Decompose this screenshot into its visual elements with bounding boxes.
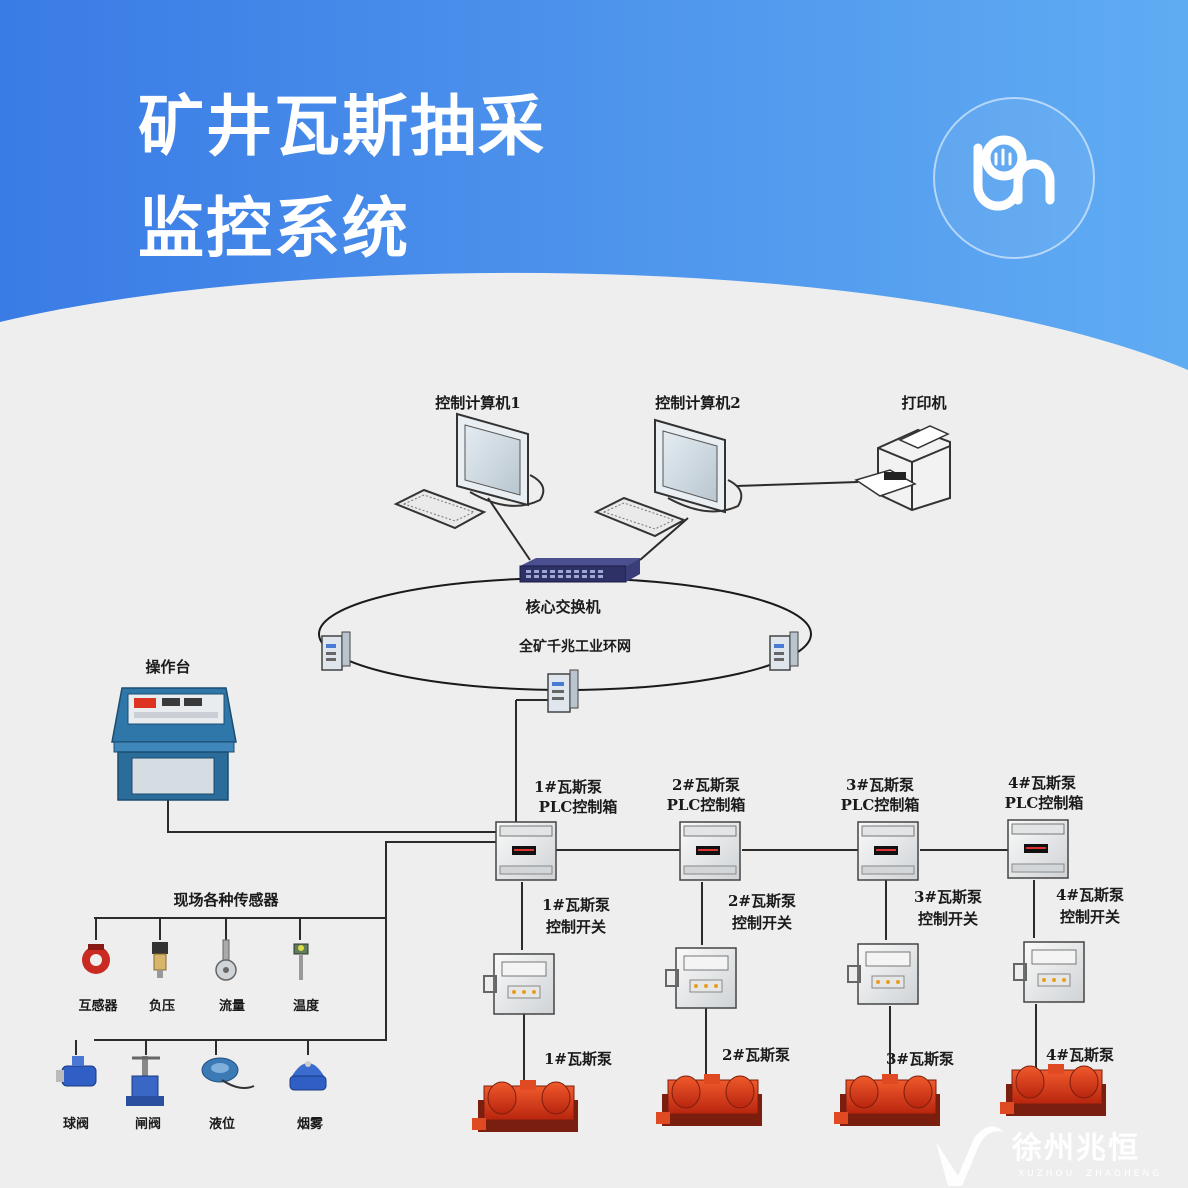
plc-1-label-line1: 1#瓦斯泵 xyxy=(534,778,602,796)
pump-3-label: 3#瓦斯泵 xyxy=(886,1050,954,1068)
plc-1-label-line2: PLC控制箱 xyxy=(539,798,618,816)
brand-watermark: 徐州兆恒 XUZHOU ZHAOHENG xyxy=(936,1126,1162,1186)
gate-valve-icon xyxy=(126,1056,164,1106)
sensor-label-1: 互感器 xyxy=(78,998,118,1014)
brand-logo xyxy=(933,97,1095,259)
control-switch-1 xyxy=(483,953,555,1015)
printer-icon xyxy=(854,425,951,512)
printer-label: 打印机 xyxy=(901,394,946,412)
computer-1-label: 控制计算机1 xyxy=(435,394,520,412)
circular-brand-logo-icon xyxy=(973,135,1055,211)
gas-pump-2-icon xyxy=(656,1074,762,1126)
switch-1-label-line2: 控制开关 xyxy=(546,918,606,936)
core-switch-icon xyxy=(519,558,640,583)
control-switch-3 xyxy=(847,943,919,1005)
switch-4-label-line2: 控制开关 xyxy=(1060,908,1120,926)
page-title-line-1: 矿井瓦斯抽采 xyxy=(138,88,546,165)
flow-sensor-icon xyxy=(215,939,237,981)
switch-2-label-line2: 控制开关 xyxy=(732,914,792,932)
brand-watermark-cn: 徐州兆恒 xyxy=(1011,1131,1140,1166)
switch-2-label-line1: 2#瓦斯泵 xyxy=(728,892,796,910)
computer-2-label: 控制计算机2 xyxy=(655,394,740,412)
ring-network-label: 全矿千兆工业环网 xyxy=(518,638,631,655)
plc-3-label-line1: 3#瓦斯泵 xyxy=(846,776,914,794)
switch-4-label-line1: 4#瓦斯泵 xyxy=(1056,886,1124,904)
gas-pump-4-icon xyxy=(1000,1064,1106,1116)
plc-box-1 xyxy=(495,821,557,881)
valve-label-4: 烟雾 xyxy=(297,1117,324,1132)
sensor-label-2: 负压 xyxy=(149,998,175,1014)
level-sensor-icon xyxy=(201,1057,255,1089)
ball-valve-icon xyxy=(56,1056,97,1087)
switch-3-label-line1: 3#瓦斯泵 xyxy=(914,888,982,906)
core-switch-label: 核心交换机 xyxy=(525,598,600,616)
gas-pump-3-icon xyxy=(834,1074,940,1126)
plc-3-label-line2: PLC控制箱 xyxy=(841,796,920,814)
current-transformer-icon xyxy=(82,944,110,974)
brand-watermark-logo-icon xyxy=(936,1126,1004,1186)
pressure-sensor-icon xyxy=(152,942,168,978)
sensor-label-3: 流量 xyxy=(219,998,245,1014)
control-switch-2 xyxy=(665,947,737,1009)
plc-2-label-line1: 2#瓦斯泵 xyxy=(672,776,740,794)
plc-box-2 xyxy=(679,821,741,881)
control-computer-2 xyxy=(593,418,743,538)
pump-1-label: 1#瓦斯泵 xyxy=(544,1050,612,1068)
gas-pump-1-icon xyxy=(472,1080,578,1132)
plc-box-3 xyxy=(857,821,919,881)
connection-lines xyxy=(75,481,1037,1085)
brand-watermark-en2: ZHAOHENG xyxy=(1086,1169,1162,1179)
valve-label-1: 球阀 xyxy=(63,1116,89,1132)
smoke-sensor-icon xyxy=(289,1061,327,1091)
page-title-line-2: 监控系统 xyxy=(138,190,410,267)
ring-switch-left xyxy=(321,631,351,671)
header-banner xyxy=(0,0,1188,370)
plc-4-label-line1: 4#瓦斯泵 xyxy=(1008,774,1076,792)
sensor-label-4: 温度 xyxy=(293,998,320,1014)
ring-switch-bottom xyxy=(547,669,579,713)
ring-switch-right xyxy=(769,631,799,671)
control-switch-4 xyxy=(1013,941,1085,1003)
valve-label-2: 闸阀 xyxy=(135,1116,161,1132)
plc-4-label-line2: PLC控制箱 xyxy=(1005,794,1084,812)
plc-box-4 xyxy=(1007,819,1069,879)
ring-network-ellipse xyxy=(318,577,812,691)
valve-label-3: 液位 xyxy=(209,1116,235,1132)
plc-2-label-line2: PLC控制箱 xyxy=(667,796,746,814)
operator-console-icon xyxy=(111,687,237,801)
pump-2-label: 2#瓦斯泵 xyxy=(722,1046,790,1064)
temperature-sensor-icon xyxy=(293,943,309,980)
switch-3-label-line2: 控制开关 xyxy=(918,910,978,928)
pump-4-label: 4#瓦斯泵 xyxy=(1046,1046,1114,1064)
console-label: 操作台 xyxy=(145,658,190,676)
brand-watermark-en1: XUZHOU xyxy=(1018,1169,1075,1179)
sensors-title: 现场各种传感器 xyxy=(173,891,279,909)
control-computer-1 xyxy=(393,412,545,530)
switch-1-label-line1: 1#瓦斯泵 xyxy=(542,896,610,914)
